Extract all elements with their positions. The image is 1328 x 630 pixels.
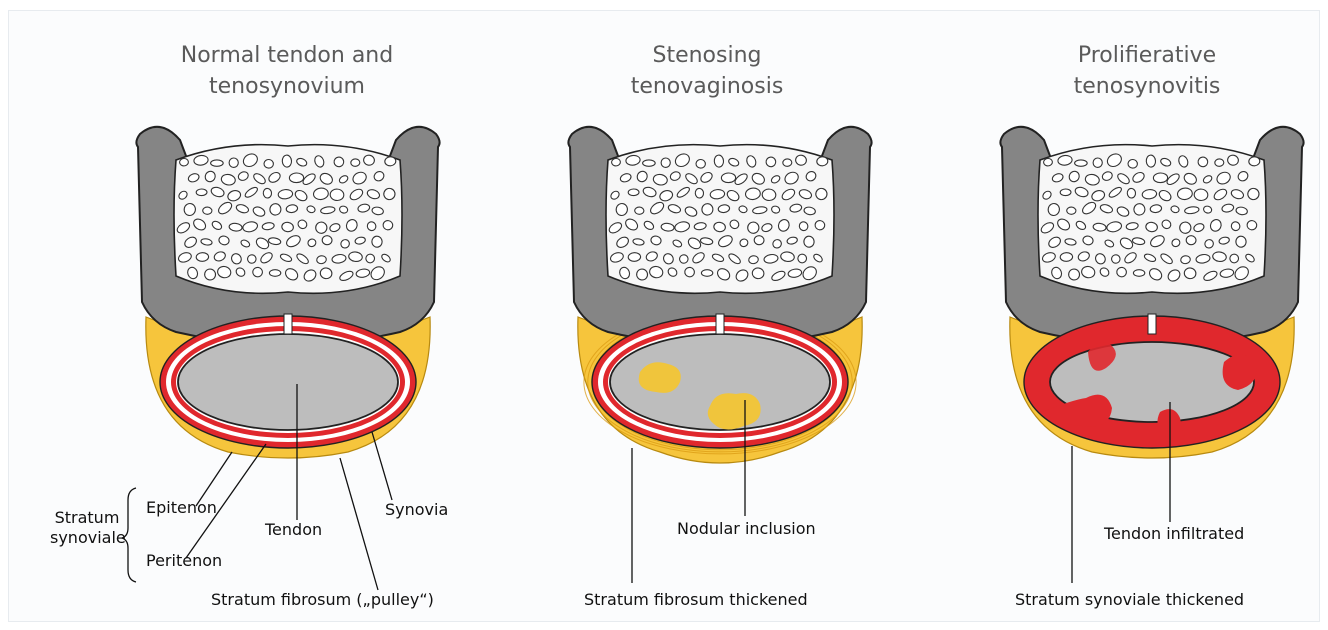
label-epitenon: Epitenon (146, 498, 217, 518)
label-nodular-inclusion: Nodular inclusion (677, 519, 816, 539)
label-stratum-fibrosum-thickened: Stratum fibrosum thickened (584, 590, 808, 610)
bone-cortex (136, 127, 439, 345)
bone-cortex (1000, 127, 1303, 345)
nodule-1 (639, 362, 681, 393)
label-tendon: Tendon (265, 520, 322, 540)
label-stratum-synoviale-thickened: Stratum synoviale thickened (1015, 590, 1244, 610)
panel-title-normal: Normal tendon and tenosynovium (150, 40, 424, 102)
label-stratum-fibrosum: Stratum fibrosum („pulley“) (211, 590, 434, 610)
label-synovia: Synovia (385, 500, 448, 520)
normal-fibrosum-line (340, 458, 378, 590)
panel-title-proliferative: Prolifierative tenosynovitis (1030, 40, 1264, 102)
label-peritenon: Peritenon (146, 551, 222, 571)
tendon-body (178, 334, 398, 430)
normal-synovia-line (372, 432, 392, 500)
bone-cortex (568, 127, 871, 345)
panel-title-stenosing: Stenosing tenovaginosis (590, 40, 824, 102)
label-stratum-synoviale: Stratum synoviale (50, 508, 124, 548)
panel-stenosing (568, 127, 871, 463)
label-tendon-infiltrated: Tendon infiltrated (1104, 524, 1244, 544)
panel-proliferative (1000, 127, 1303, 458)
panel-normal (136, 127, 439, 458)
